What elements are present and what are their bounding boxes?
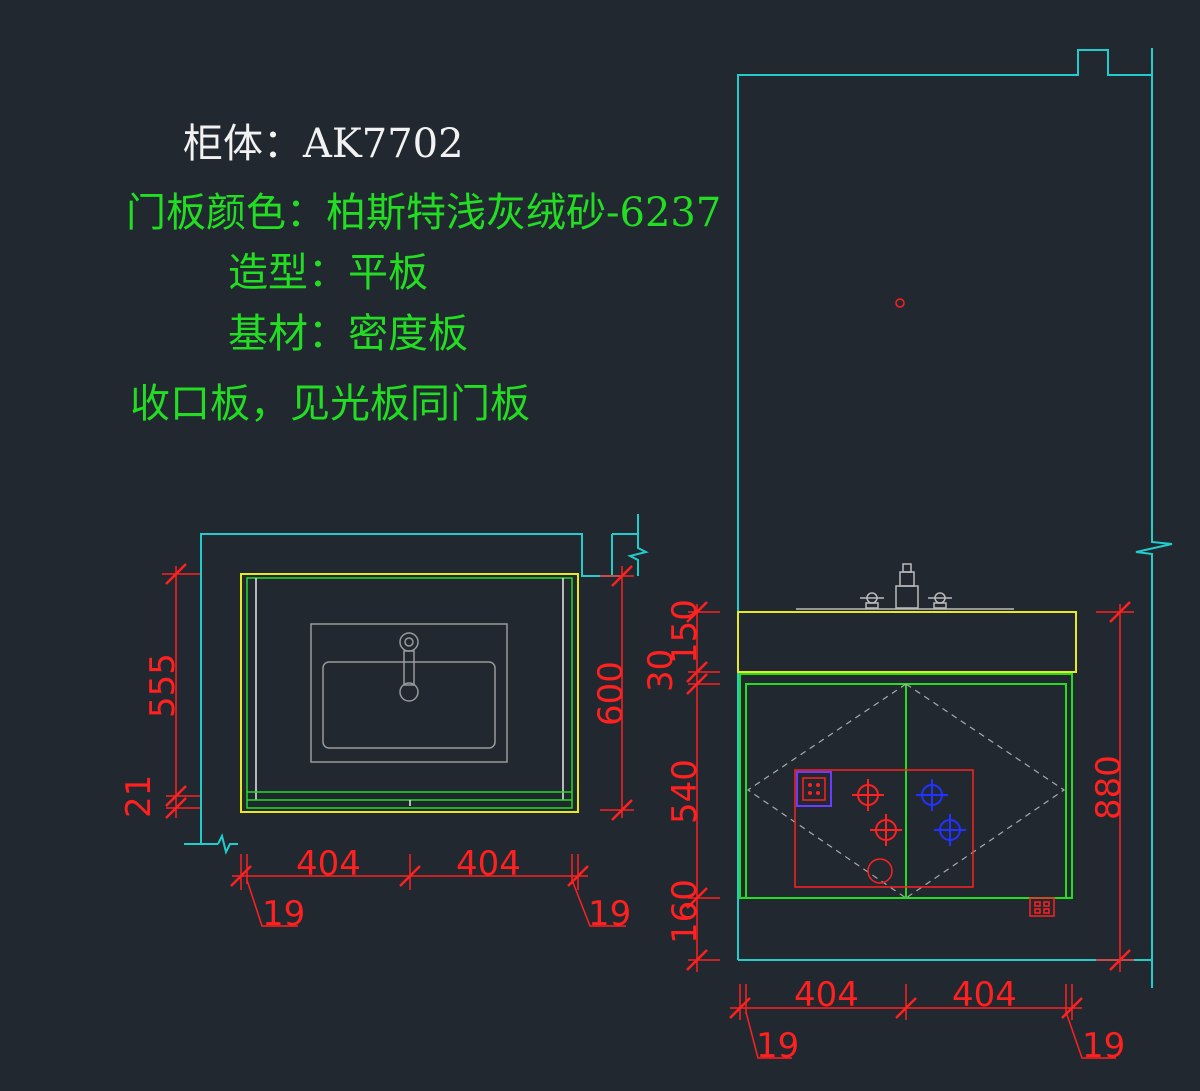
substrate-note: 基材：密度板 — [228, 311, 468, 357]
front-width-left-label: 404 — [794, 975, 859, 1015]
plan-wall-outline — [184, 514, 649, 855]
plumbing-area — [794, 769, 974, 888]
plan-width-dimension — [229, 854, 626, 927]
plan-view: 555 21 600 404 404 19 19 — [119, 514, 649, 934]
marker-circle — [895, 298, 905, 308]
plan-width-left-label: 404 — [296, 844, 361, 884]
front-total-height-label: 880 — [1089, 755, 1129, 820]
front-width-dimension — [728, 984, 1116, 1059]
front-side-left-label: 19 — [756, 1026, 799, 1066]
power-outlet-icon — [1029, 897, 1055, 917]
trim-note: 收口板，见光板同门板 — [130, 381, 530, 427]
plan-total-depth-label: 600 — [591, 661, 631, 726]
plan-bottom-gap-label: 21 — [119, 775, 159, 818]
countertop — [737, 611, 1077, 673]
front-side-right-label: 19 — [1082, 1026, 1125, 1066]
front-plinth-height-label: 160 — [665, 879, 705, 944]
plan-total-depth-dimension — [600, 564, 634, 822]
front-height-dimension-left — [685, 600, 720, 972]
hot-water-point-icon — [852, 779, 902, 846]
cabinet-model-note: 柜体：AK7702 — [183, 121, 464, 167]
front-height-dimension-right — [1096, 600, 1134, 972]
plan-depth-dimension — [162, 562, 200, 820]
door-color-note: 门板颜色：柏斯特浅灰绒砂-6237 — [126, 190, 722, 236]
plan-depth-label: 555 — [143, 653, 183, 718]
plan-cabinet — [240, 573, 579, 813]
cold-water-point-icon — [916, 779, 966, 846]
front-wall-outline — [737, 48, 1173, 988]
front-top-thickness-label: 150 — [665, 599, 705, 664]
faucet-icon — [796, 563, 1014, 610]
style-note: 造型：平板 — [228, 250, 428, 296]
front-width-right-label: 404 — [952, 975, 1017, 1015]
front-view: 150 30 540 160 880 404 404 19 19 — [641, 48, 1173, 1066]
front-cabinet-height-label: 540 — [665, 759, 705, 824]
plan-side-left-label: 19 — [262, 894, 305, 934]
plan-width-right-label: 404 — [456, 844, 521, 884]
front-top-offset-label: 30 — [641, 649, 681, 692]
door-swing-lines — [746, 683, 1066, 899]
plan-basin — [310, 623, 508, 763]
front-cabinet-body — [739, 673, 1073, 899]
plan-side-right-label: 19 — [588, 894, 631, 934]
